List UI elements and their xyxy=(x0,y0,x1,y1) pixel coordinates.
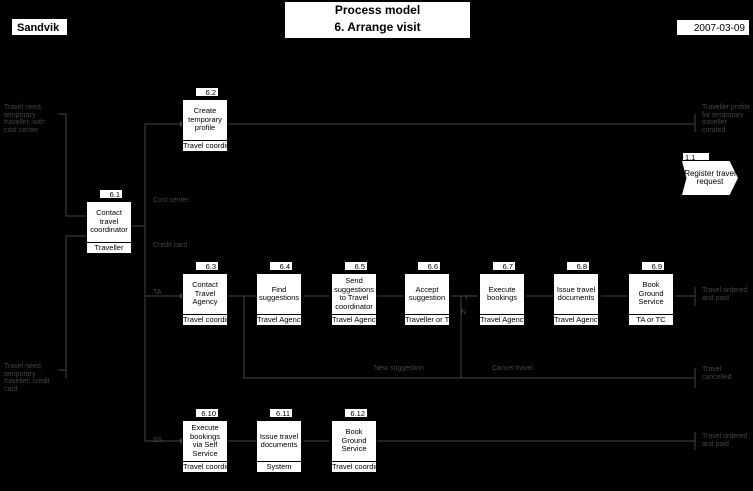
branch-cancel-travel: Cancel travel xyxy=(492,365,533,372)
activity-number: 6.1 xyxy=(99,189,123,199)
activity-label: Execute bookings xyxy=(479,273,525,315)
activity-label: Accept suggestion xyxy=(404,273,450,315)
activity-label: Issue travel documents xyxy=(553,273,599,315)
path-trunk xyxy=(144,124,180,442)
path-to-6-2 xyxy=(132,123,180,227)
branch-cost-center: Cost center xyxy=(153,197,189,204)
activity-6-2[interactable]: 6.2 Create temporary profile Travel coor… xyxy=(182,87,228,152)
activity-number: 6.7 xyxy=(492,261,516,271)
activity-role: Traveller xyxy=(86,243,132,254)
title-line-1: Process model xyxy=(334,3,421,17)
company-name: Sandvik xyxy=(11,18,68,36)
output-ss-label: Travel ordered and paid xyxy=(702,433,748,448)
activity-number: 6.3 xyxy=(195,261,219,271)
branch-no: N xyxy=(461,309,467,316)
activity-6-5[interactable]: 6.5 Send suggestions to Travel coordinat… xyxy=(331,261,377,326)
activity-role: Travel coordinator xyxy=(182,462,228,473)
activity-number: 6.5 xyxy=(344,261,368,271)
activity-role: Travel Agency xyxy=(256,315,302,326)
activity-6-7[interactable]: 6.7 Execute bookings Travel Agency xyxy=(479,261,525,326)
input-top-connector xyxy=(58,113,67,125)
register-label: Register travel request xyxy=(684,168,736,186)
activity-label: Book Ground Service xyxy=(628,273,674,315)
activity-6-12[interactable]: 6.12 Book Ground Service Travel coordina… xyxy=(331,408,377,473)
activity-label: Create temporary profile xyxy=(182,99,228,141)
activity-number: 6.9 xyxy=(641,261,665,271)
activity-6-11[interactable]: 6.11 Issue travel documents System xyxy=(256,408,302,473)
activity-number: 6.11 xyxy=(269,408,293,418)
activity-6-10[interactable]: 6.10 Execute bookings via Self Service T… xyxy=(182,408,228,473)
activity-role: Travel coordinator xyxy=(182,141,228,152)
activity-label: Send suggestions to Travel coordinator xyxy=(331,273,377,315)
activity-6-8[interactable]: 6.8 Issue travel documents Travel Agency xyxy=(553,261,599,326)
activity-number: 6.2 xyxy=(195,87,219,97)
activity-number: 6.12 xyxy=(344,408,368,418)
activity-role: Travel coordinator xyxy=(182,315,228,326)
output-cancel-label: Travel cancelled xyxy=(702,366,732,381)
activity-role: Travel Agency xyxy=(479,315,525,326)
activity-number: 6.4 xyxy=(269,261,293,271)
activity-label: Find suggestions xyxy=(256,273,302,315)
activity-6-6[interactable]: 6.6 Accept suggestion Traveller or TC xyxy=(404,261,450,326)
diagram-date: 2007-03-09 xyxy=(676,19,750,36)
output-profile-label: Traveller profile for temporary travelle… xyxy=(702,104,750,134)
branch-credit-card: Credit card xyxy=(153,242,188,249)
activity-role: Travel coordinator xyxy=(331,462,377,473)
activity-role: Traveller or TC xyxy=(404,315,450,326)
activity-role: Travel Agency xyxy=(553,315,599,326)
branch-ss: SS xyxy=(153,437,163,444)
input-bottom-connector xyxy=(58,358,67,378)
input-bottom-label: Travel need, temporary traveller, credit… xyxy=(4,363,50,393)
activity-label: Contact travel coordinator xyxy=(86,201,132,243)
activity-label: Contact Travel Agency xyxy=(182,273,228,315)
path-new-suggestion xyxy=(243,296,462,379)
activity-number: 6.10 xyxy=(195,408,219,418)
branch-yes: Y xyxy=(464,295,469,302)
activity-6-3[interactable]: 6.3 Contact Travel Agency Travel coordin… xyxy=(182,261,228,326)
input-top-to-6-1 xyxy=(65,125,86,217)
register-travel-request[interactable]: Register travel request xyxy=(682,161,738,195)
input-bottom-to-6-1 xyxy=(65,235,86,358)
activity-6-9[interactable]: 6.9 Book Ground Service TA or TC xyxy=(628,261,674,326)
activity-role: Travel Agency xyxy=(331,315,377,326)
output-ta-label: Travel ordered and paid xyxy=(702,287,748,302)
activity-6-1[interactable]: 6.1 Contact travel coordinator Traveller xyxy=(86,189,132,254)
activity-role: TA or TC xyxy=(628,315,674,326)
diagram-title: Process model 6. Arrange visit xyxy=(284,1,471,39)
register-number: 1.1 xyxy=(682,152,710,162)
activity-label: Execute bookings via Self Service xyxy=(182,420,228,462)
activity-role: System xyxy=(256,462,302,473)
branch-ta: TA xyxy=(153,289,162,296)
title-line-2: 6. Arrange visit xyxy=(334,20,421,34)
branch-new-suggestion: New suggestion xyxy=(374,365,424,372)
input-top-label: Travel need, temporary traveller, with c… xyxy=(4,104,45,134)
activity-label: Book Ground Service xyxy=(331,420,377,462)
activity-number: 6.6 xyxy=(417,261,441,271)
activity-label: Issue travel documents xyxy=(256,420,302,462)
activity-6-4[interactable]: 6.4 Find suggestions Travel Agency xyxy=(256,261,302,326)
activity-number: 6.8 xyxy=(566,261,590,271)
